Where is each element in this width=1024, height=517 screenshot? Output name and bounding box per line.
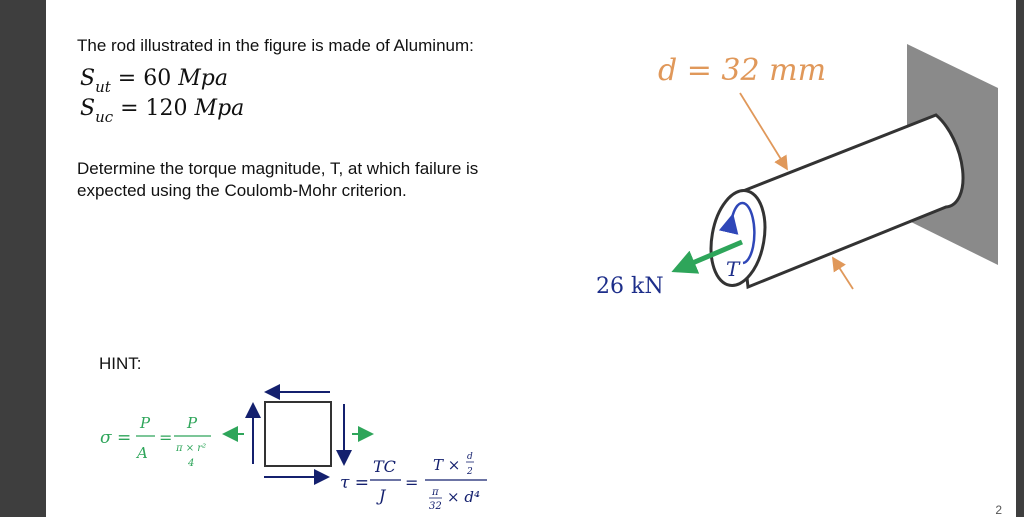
svg-text:TC: TC [373,457,396,476]
svg-text:J: J [376,486,387,505]
diameter-arrow-top [739,92,788,171]
question-text: Determine the torque magnitude, T, at wh… [77,159,479,200]
svg-text:A: A [135,444,148,462]
rod-body [736,113,965,290]
sut-equation: Sut = 60 Mpa [80,66,228,96]
stress-element [264,401,332,467]
svg-text:4: 4 [187,458,194,469]
svg-text:=: = [159,428,172,447]
shear-stress-formula: τ = TC J = T × d 2 π 32 × d⁴ [340,452,487,512]
svg-text:d: d [467,452,473,462]
svg-text:× d⁴: × d⁴ [447,488,480,506]
svg-text:σ =: σ = [100,428,131,448]
normal-stress-formula: σ = P A = P π × r² 4 [100,414,211,469]
page-number: 2 [995,503,1002,517]
diameter-label: d = 32 mm [658,53,826,88]
axial-force-arrow [671,239,743,274]
hint-label: HINT: [99,354,142,373]
svg-text:T ×: T × [433,456,460,474]
torque-label: T [726,257,741,281]
svg-text:π × r²: π × r² [175,443,206,454]
svg-text:P: P [186,414,198,432]
right-border [1016,0,1024,517]
force-label: 26 kN [596,274,664,299]
svg-text:2: 2 [466,467,473,477]
intro-text: The rod illustrated in the figure is mad… [77,36,474,55]
suc-equation: Suc = 120 Mpa [80,96,245,126]
left-border [0,0,46,517]
svg-text:=: = [405,473,418,492]
svg-text:32: 32 [429,501,442,512]
diameter-arrow-bottom [832,256,854,290]
svg-text:π: π [431,487,439,498]
torque-arrow [718,201,756,265]
svg-text:P: P [139,414,151,432]
svg-text:τ =: τ = [340,473,369,493]
